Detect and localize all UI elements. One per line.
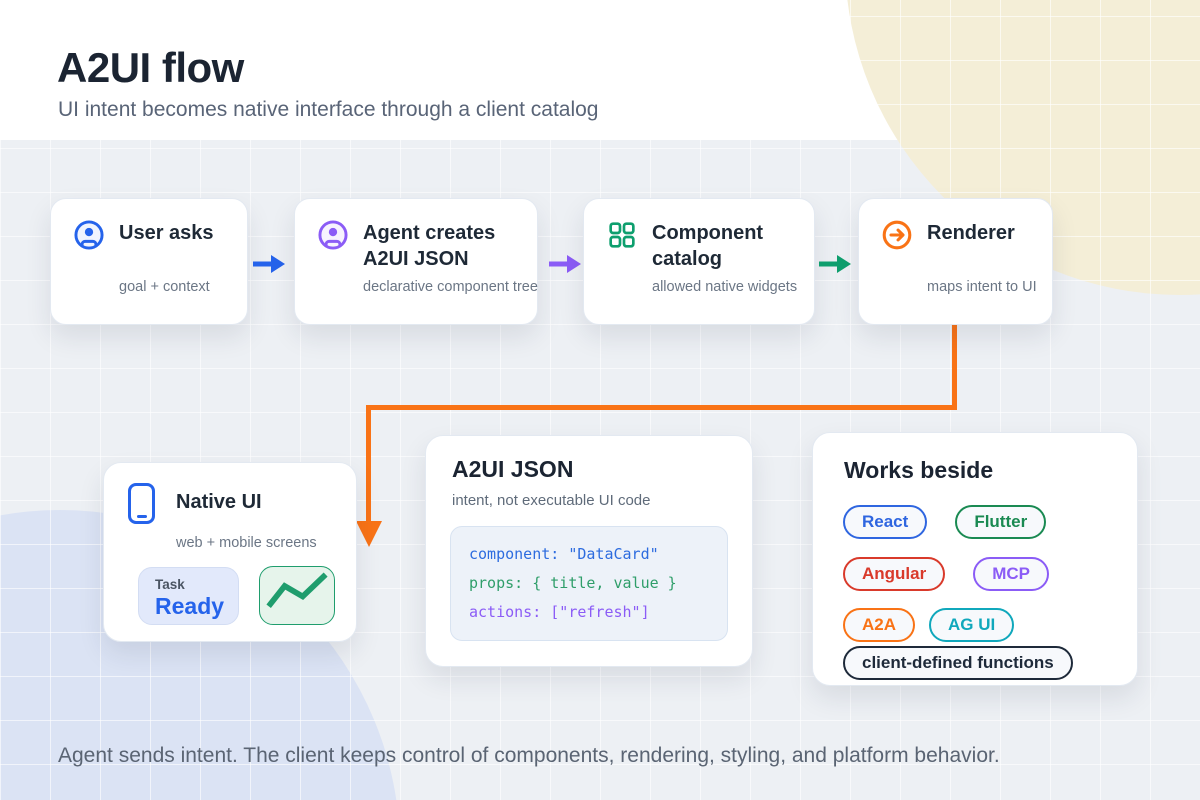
connector-segment-horizontal (366, 405, 957, 410)
pill-row: client-defined functions (843, 646, 1073, 680)
step-card-user-asks: User asks goal + context (50, 198, 248, 325)
smartphone-icon (128, 483, 155, 524)
pill-mcp: MCP (973, 557, 1050, 591)
pill-row: A2A AG UI (843, 608, 1015, 642)
page-subtitle: UI intent becomes native interface throu… (58, 98, 599, 121)
step-card-renderer: Renderer maps intent to UI (858, 198, 1053, 325)
step-subtitle: declarative component tree (363, 279, 538, 295)
a2ui-json-card: A2UI JSON intent, not executable UI code… (425, 435, 753, 667)
arrow-right-icon (818, 253, 852, 275)
task-status-widget: Task Ready (138, 567, 239, 625)
works-beside-title: Works beside (844, 457, 994, 483)
agent-circle-icon (317, 219, 349, 251)
pill-row: Angular MCP (843, 557, 1050, 591)
json-card-title: A2UI JSON (452, 456, 574, 482)
user-circle-icon (73, 219, 105, 251)
native-ui-subtitle: web + mobile screens (176, 535, 317, 551)
line-chart-icon (266, 572, 328, 609)
task-status-value: Ready (155, 593, 225, 619)
connector-segment-vertical-left (366, 405, 371, 523)
arrow-right-icon (252, 253, 286, 275)
task-label: Task (155, 577, 185, 592)
mini-chart-widget (259, 566, 335, 625)
step-subtitle: goal + context (119, 279, 210, 295)
page-title: A2UI flow (57, 44, 244, 91)
native-ui-title: Native UI (176, 491, 262, 513)
code-line-props: props: { title, value } (469, 574, 677, 592)
native-ui-card: Native UI web + mobile screens Task Read… (103, 462, 357, 642)
step-subtitle: allowed native widgets (652, 279, 798, 295)
connector-segment-vertical-right (952, 325, 957, 408)
step-title: User asks (119, 222, 214, 244)
code-line-component: component: "DataCard" (469, 545, 659, 563)
code-line-actions: actions: ["refresh"] (469, 603, 650, 621)
pill-row: React Flutter (843, 505, 1047, 539)
step-title: Renderer (927, 222, 1015, 244)
layout-grid-icon (606, 219, 638, 251)
arrow-right-icon (548, 253, 582, 275)
pill-a2a: A2A (843, 608, 916, 642)
pill-angular: Angular (843, 557, 946, 591)
step-subtitle: maps intent to UI (927, 279, 1037, 295)
step-card-agent-creates-json: Agent creates A2UI JSON declarative comp… (294, 198, 538, 325)
pill-list: React Flutter Angular MCP A2A AG UI clie… (843, 505, 1073, 680)
code-block: component: "DataCard" props: { title, va… (450, 526, 728, 641)
pill-ag-ui: AG UI (929, 608, 1015, 642)
step-card-component-catalog: Component catalog allowed native widgets (583, 198, 815, 325)
step-title: Agent creates A2UI JSON (363, 222, 496, 270)
pill-react: React (843, 505, 928, 539)
works-beside-card: Works beside React Flutter Angular MCP A… (812, 432, 1138, 686)
pill-client-defined-functions: client-defined functions (843, 646, 1073, 680)
step-title: Component catalog (652, 222, 764, 270)
pill-flutter: Flutter (955, 505, 1047, 539)
json-card-subtitle: intent, not executable UI code (452, 492, 651, 509)
circle-arrow-right-icon (881, 219, 913, 251)
footer-caption: Agent sends intent. The client keeps con… (58, 744, 1000, 767)
